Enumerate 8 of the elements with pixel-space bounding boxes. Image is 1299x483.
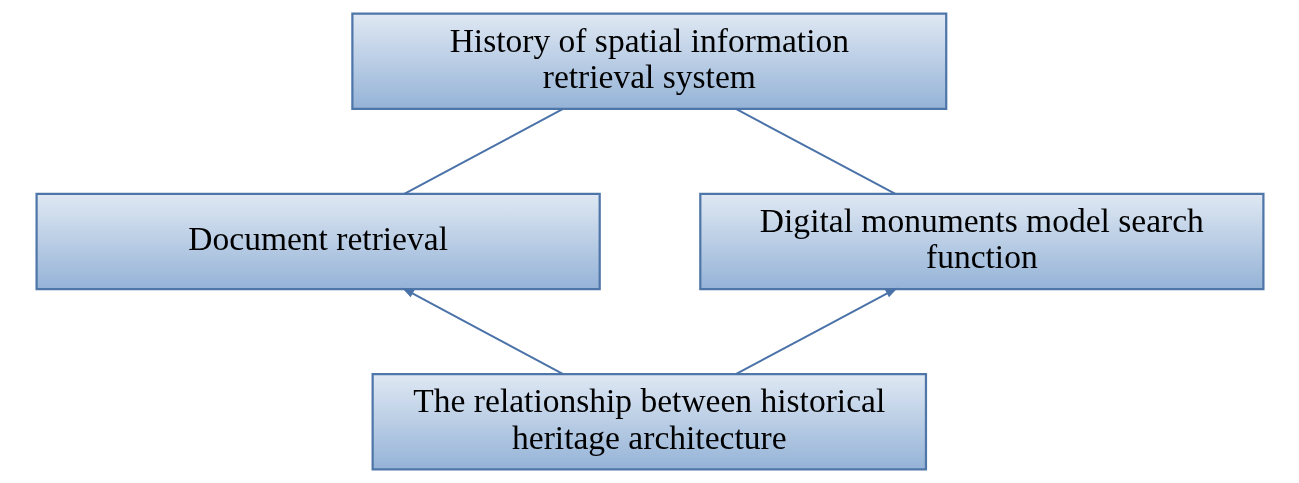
connector [734, 107, 896, 195]
node-box: Document retrieval [34, 192, 601, 291]
node-box: Digital monuments model search function [698, 192, 1265, 291]
arrow [734, 287, 898, 376]
node-box: History of spatial information retrieval system [350, 12, 947, 110]
arrow [401, 287, 564, 376]
node-box: The relationship between historical heritage architecture [371, 373, 927, 471]
connector [402, 107, 564, 195]
